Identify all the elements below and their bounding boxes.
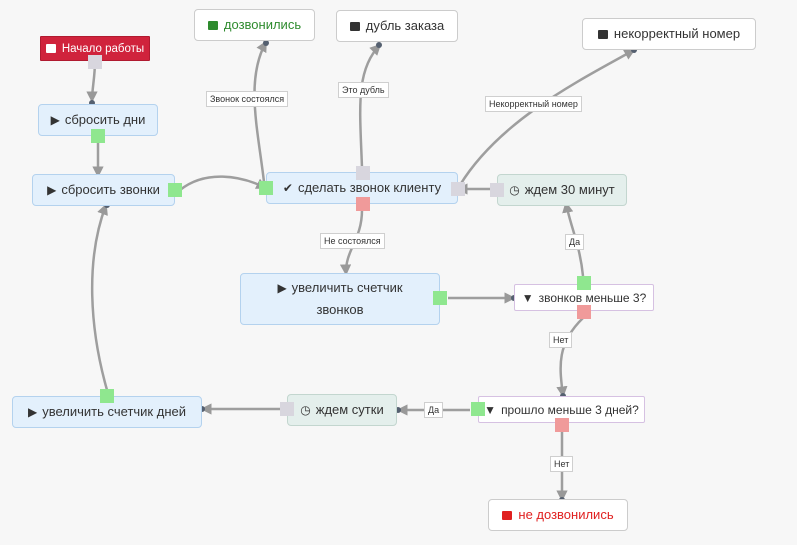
sign-in-icon xyxy=(45,44,56,53)
action-node-reset-calls[interactable]: ▶ сбросить звонки xyxy=(32,174,175,206)
finish-node-duplicate[interactable]: дубль заказа xyxy=(336,10,458,42)
failure-port[interactable] xyxy=(555,418,569,432)
node-label: увеличить счетчик дней xyxy=(42,404,186,419)
node-label: сбросить звонки xyxy=(61,182,160,197)
play-icon: ▶ xyxy=(50,113,60,127)
output-port[interactable] xyxy=(356,166,370,180)
filter-icon: ▼ xyxy=(521,290,534,305)
filter-icon: ▼ xyxy=(484,402,497,417)
sign-out-icon xyxy=(349,21,360,31)
clock-icon: ◷ xyxy=(300,403,311,417)
node-label-line1: увеличить счетчик xyxy=(291,280,403,295)
node-label: прошло меньше 3 дней? xyxy=(501,402,639,417)
success-port[interactable] xyxy=(471,402,485,416)
action-node-increment-days[interactable]: ▶ увеличить счетчик дней xyxy=(12,396,202,428)
failure-port[interactable] xyxy=(577,305,591,319)
node-label: не дозвонились xyxy=(518,507,614,522)
success-port[interactable] xyxy=(91,129,105,143)
output-port[interactable] xyxy=(88,55,102,69)
edge-label-yes: Да xyxy=(565,234,585,250)
node-label: сделать звонок клиенту xyxy=(297,180,442,195)
edge-inc-days-to-reset-calls[interactable] xyxy=(90,203,109,391)
edge-label-yes: Да xyxy=(424,402,444,418)
finish-node-reached[interactable]: дозвонились xyxy=(194,9,315,41)
output-port[interactable] xyxy=(451,182,465,196)
edge-label-duplicate: Это дубль xyxy=(338,82,389,98)
edge-label-invalid-number: Некорректный номер xyxy=(485,96,582,112)
start-node[interactable]: Начало работы xyxy=(40,36,150,61)
input-port[interactable] xyxy=(259,181,273,195)
node-label: дубль заказа xyxy=(365,18,445,33)
node-label: дозвонились xyxy=(223,17,302,32)
play-icon: ▶ xyxy=(47,183,57,197)
edge-make-call-to-duplicate[interactable] xyxy=(358,43,382,169)
success-port[interactable] xyxy=(433,291,447,305)
finish-node-invalid-number[interactable]: некорректный номер xyxy=(582,18,756,50)
play-icon: ▶ xyxy=(28,405,38,419)
check-icon: ✔ xyxy=(282,181,293,195)
node-label: некорректный номер xyxy=(613,26,741,41)
play-icon: ▶ xyxy=(277,281,287,295)
finish-node-not-reached[interactable]: не дозвонились xyxy=(488,499,628,531)
edge-filter-calls-no[interactable] xyxy=(556,317,584,398)
sign-out-icon xyxy=(597,29,608,39)
edge-make-call-to-reached[interactable] xyxy=(253,40,268,183)
input-port[interactable] xyxy=(280,402,294,416)
sign-out-icon xyxy=(207,20,218,30)
success-port[interactable] xyxy=(100,389,114,403)
input-port[interactable] xyxy=(490,183,504,197)
clock-icon: ◷ xyxy=(509,183,520,197)
filter-node-days-less-3[interactable]: ▼ прошло меньше 3 дней? xyxy=(478,396,645,423)
edge-make-call-to-invalid[interactable] xyxy=(458,48,636,186)
action-node-increment-calls[interactable]: ▶ увеличить счетчик звонков xyxy=(240,273,440,325)
wait-node-30-minutes[interactable]: ◷ ждем 30 минут xyxy=(497,174,627,206)
node-label: Начало работы xyxy=(61,42,145,55)
sign-out-icon xyxy=(502,510,513,520)
edge-label-no: Нет xyxy=(549,332,573,348)
node-label: сбросить дни xyxy=(64,112,146,127)
node-label: ждем сутки xyxy=(315,402,384,417)
failure-port[interactable] xyxy=(356,197,370,211)
wait-node-day[interactable]: ◷ ждем сутки xyxy=(287,394,397,426)
success-port[interactable] xyxy=(168,183,182,197)
success-port[interactable] xyxy=(577,276,591,290)
edge-label-not-took-place: Не состоялся xyxy=(320,233,385,249)
edge-label-no: Нет xyxy=(550,456,574,472)
node-label: ждем 30 минут xyxy=(524,182,615,197)
node-label-line2: звонков xyxy=(316,302,364,317)
edge-reset-calls-to-make-call[interactable] xyxy=(179,175,268,191)
node-label: звонков меньше 3? xyxy=(538,290,647,305)
edge-label-call-took-place: Звонок состоялся xyxy=(206,91,289,107)
